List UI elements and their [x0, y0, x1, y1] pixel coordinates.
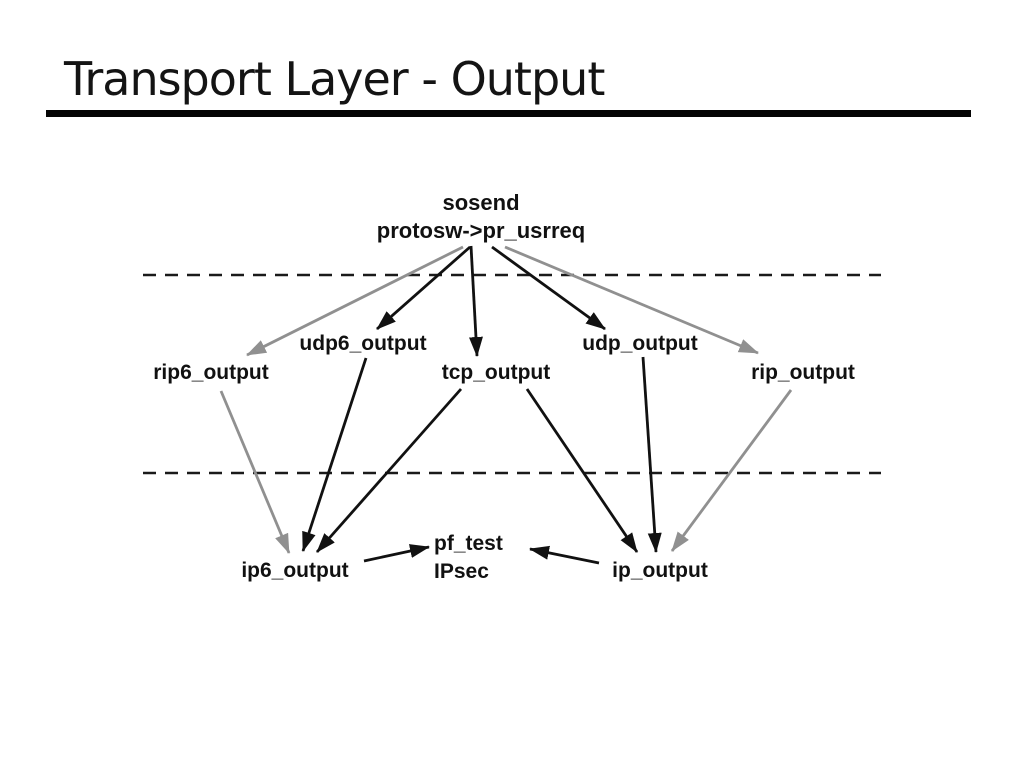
node-sosend: sosend protosw->pr_usrreq	[377, 189, 585, 245]
node-udp-output: udp_output	[582, 332, 698, 355]
edge-sosend-to-rip6_output	[246, 245, 464, 357]
page-title: Transport Layer - Output	[64, 52, 605, 106]
node-ip-output: ip_output	[612, 559, 708, 582]
node-pf-test-line1: pf_test	[434, 532, 503, 555]
node-pf-test-line2: IPsec	[434, 560, 489, 583]
node-ip6-output: ip6_output	[241, 559, 349, 582]
edge-rip6_output-to-ip6_output	[219, 390, 291, 554]
diagram-edges	[219, 245, 793, 565]
edge-tcp_output-to-ip_output	[525, 388, 639, 553]
edge-ip_output-to-pf_test	[529, 545, 600, 565]
edge-sosend-to-udp_output	[491, 245, 606, 331]
edge-rip_output-to-ip_output	[670, 389, 793, 552]
edge-udp6_output-to-ip6_output	[301, 357, 368, 552]
node-sosend-line2: protosw->pr_usrreq	[376, 218, 586, 243]
edge-ip6_output-to-pf_test	[363, 544, 430, 563]
edge-udp_output-to-ip_output	[641, 356, 662, 553]
node-sosend-line1: sosend	[442, 190, 520, 215]
edge-sosend-to-rip_output	[504, 245, 759, 355]
title-rule	[46, 110, 971, 117]
node-rip6-output: rip6_output	[153, 361, 269, 384]
node-pf-test-ipsec: pf_test IPsec	[434, 530, 503, 586]
node-rip-output: rip_output	[751, 361, 855, 384]
node-udp6-output: udp6_output	[299, 332, 427, 355]
edge-sosend-to-tcp_output	[468, 245, 483, 357]
edge-tcp_output-to-ip6_output	[315, 388, 463, 553]
edge-sosend-to-udp6_output	[376, 245, 471, 331]
node-tcp-output: tcp_output	[441, 361, 551, 384]
